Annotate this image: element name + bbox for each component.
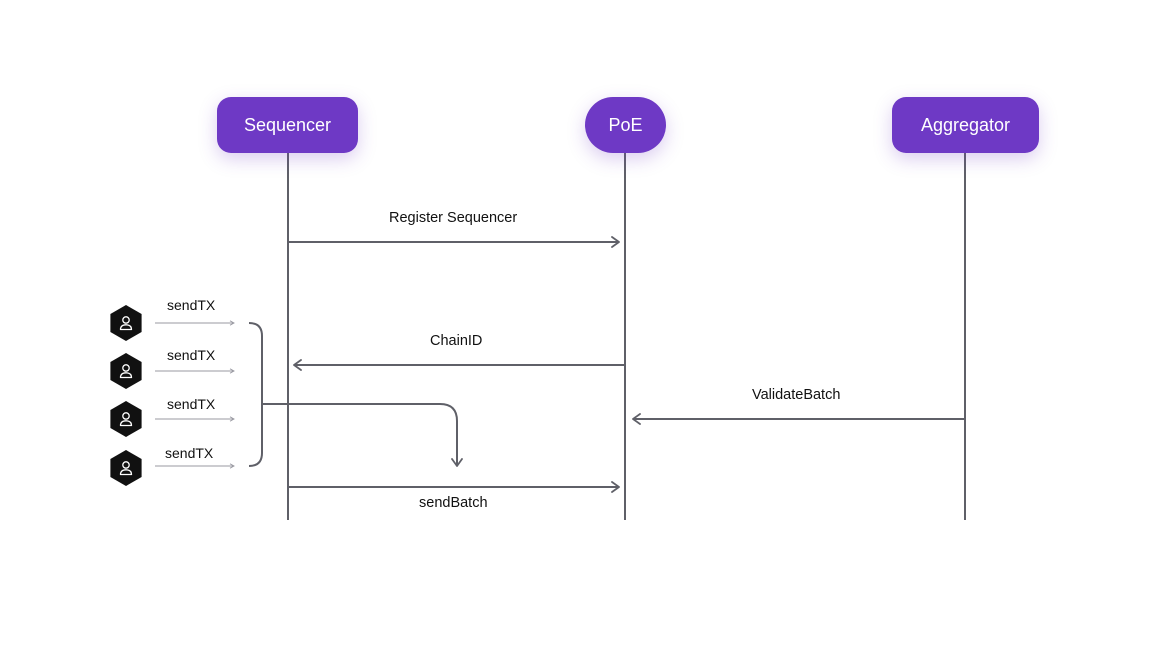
label-register-sequencer: Register Sequencer: [389, 210, 518, 226]
label-chain-id: ChainID: [430, 333, 483, 349]
participant-poe-label: PoE: [608, 114, 643, 135]
user-sendtx-label: sendTX: [165, 445, 214, 461]
user-icon: [110, 450, 142, 486]
user-sendtx-label: sendTX: [167, 347, 216, 363]
user-icon: [110, 401, 142, 437]
participant-aggregator: Aggregator: [892, 97, 1039, 153]
sendtx-bracket: [248, 322, 263, 467]
batch-curve-arrow: [262, 403, 463, 467]
user-sendtx-label: sendTX: [167, 297, 216, 313]
participant-aggregator-label: Aggregator: [920, 114, 1011, 135]
label-validate-batch: ValidateBatch: [752, 387, 841, 403]
user-sendtx-label: sendTX: [167, 396, 216, 412]
user-icon: [110, 353, 142, 389]
label-send-batch: sendBatch: [419, 495, 488, 511]
participant-poe: PoE: [585, 97, 666, 153]
participant-sequencer-label: Sequencer: [243, 114, 332, 135]
participant-sequencer: Sequencer: [217, 97, 358, 153]
user-icon: [110, 305, 142, 341]
